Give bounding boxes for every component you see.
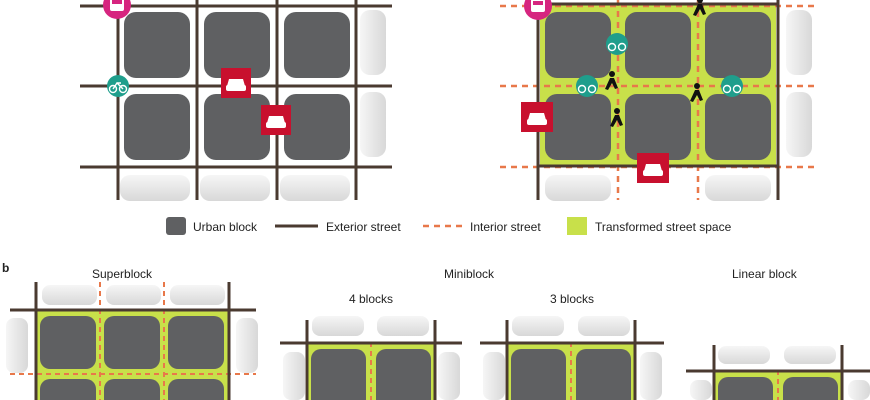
urban-blocks-left (124, 12, 350, 160)
bike-icon (107, 75, 129, 97)
car-icon (261, 105, 291, 135)
legend-urban-block-label: Urban block (193, 220, 258, 234)
panel-a-current-grid (80, 0, 392, 201)
exterior-streets-left (80, 0, 392, 200)
legend-urban-block-swatch (166, 217, 186, 235)
legend-transformed-label: Transformed street space (595, 220, 732, 234)
pedestrian-icon (690, 83, 703, 102)
panel-b-label: b (2, 261, 9, 275)
four-blocks-title: 4 blocks (349, 292, 393, 306)
legend: Urban block Exterior street Interior str… (166, 217, 732, 235)
legend-transformed-swatch (567, 217, 587, 235)
car-icon (637, 153, 669, 183)
urban-blocks-right (545, 12, 771, 160)
three-blocks-title: 3 blocks (550, 292, 594, 306)
linear-block-title: Linear block (732, 267, 798, 281)
variant-linear-block (686, 345, 870, 400)
bike-icon (721, 75, 743, 97)
legend-exterior-street-label: Exterior street (326, 220, 401, 234)
transit-icon (524, 0, 552, 20)
panel-a-superblock (500, 0, 815, 201)
pedestrian-icon (693, 0, 706, 16)
variant-miniblock-3 (480, 316, 664, 400)
pedestrian-icon (610, 108, 623, 127)
variant-miniblock-4 (280, 316, 462, 400)
car-icon (521, 102, 553, 132)
superblock-title: Superblock (92, 267, 153, 281)
miniblock-title: Miniblock (444, 267, 495, 281)
exterior-streets-right (536, 0, 780, 200)
bike-icon (606, 33, 628, 55)
transit-icon (103, 0, 131, 19)
pedestrian-icon (605, 71, 618, 90)
car-icon (221, 68, 251, 98)
legend-interior-street-label: Interior street (470, 220, 541, 234)
variant-superblock (6, 282, 258, 400)
bike-icon (576, 75, 598, 97)
